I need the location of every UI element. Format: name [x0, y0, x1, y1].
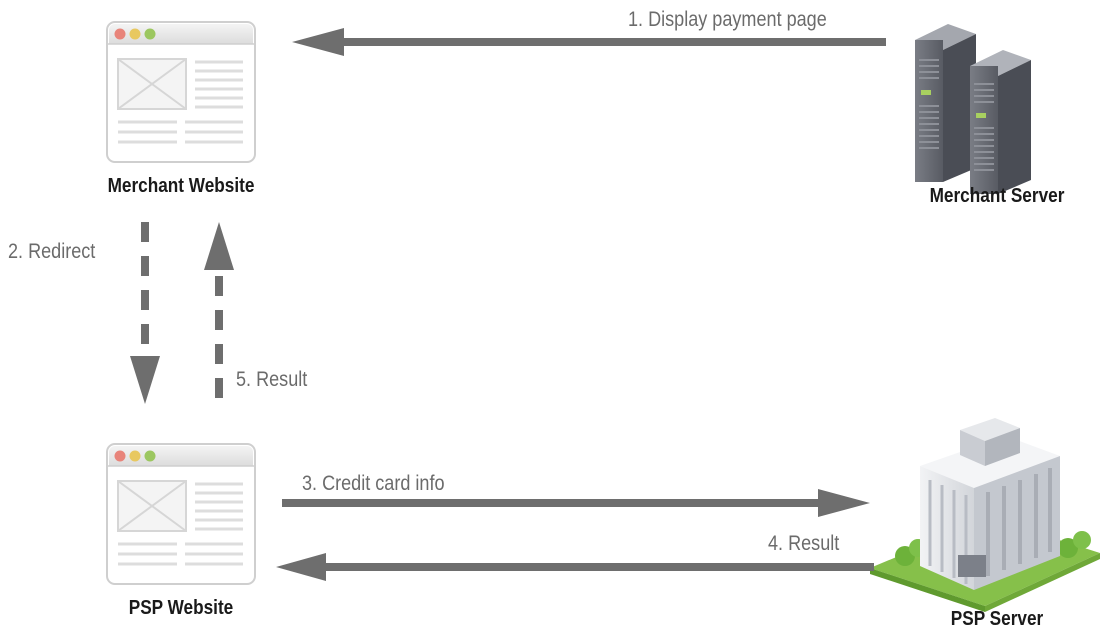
merchant-website-icon [106, 21, 256, 163]
psp-server-label: PSP Server [950, 608, 1044, 630]
edge-label-display-payment-page: 1. Display payment page [628, 8, 827, 31]
merchant-website-label: Merchant Website [107, 175, 255, 197]
edge-credit-card-info [282, 489, 870, 517]
edge-result-merchant [204, 222, 234, 398]
psp-website-icon [106, 443, 256, 585]
edge-label-result-psp: 4. Result [768, 532, 840, 555]
edge-display-payment-page [292, 28, 886, 56]
psp-server-icon [870, 418, 1100, 612]
psp-website-label: PSP Website [128, 597, 234, 619]
merchant-server-label: Merchant Server [929, 185, 1065, 207]
edge-label-redirect: 2. Redirect [8, 240, 96, 263]
edge-result-psp [276, 553, 874, 581]
edge-label-result-merchant: 5. Result [236, 368, 308, 391]
merchant-server-icon [915, 24, 1031, 194]
edge-redirect [130, 222, 160, 404]
edge-label-credit-card-info: 3. Credit card info [302, 472, 445, 495]
